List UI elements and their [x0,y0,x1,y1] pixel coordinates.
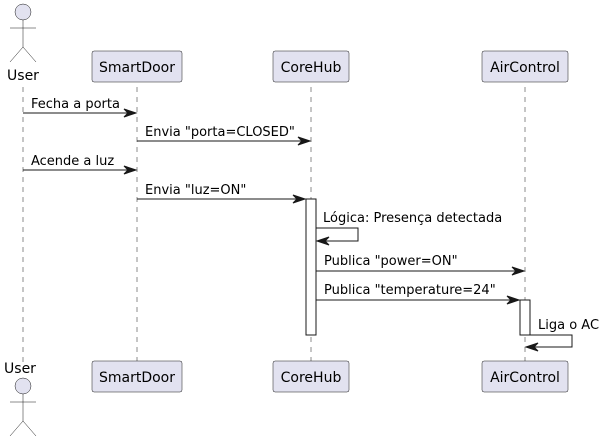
arrow-head [315,236,330,246]
user-label-top: User [7,68,39,84]
message-label: Publica "power=ON" [324,254,458,269]
message-label: Envia "porta=CLOSED" [145,125,295,140]
message-label: Liga o AC [538,318,599,333]
aircontrol-activation-bar [519,299,531,336]
aircontrol-participant-top: AirControl [481,50,569,83]
smartdoor-label-top: SmartDoor [99,60,175,76]
user-label-bottom: User [4,361,36,377]
smartdoor-participant-bottom: SmartDoor [91,360,183,393]
message-liga-o-ac: Liga o AC [524,318,599,352]
user-actor-head [14,3,32,21]
corehub-participant-top: CoreHub [272,50,350,83]
aircontrol-label-bottom: AirControl [490,370,560,386]
arrow-head [506,295,521,305]
message-logica-presenca: Lógica: Presença detectada [315,211,502,246]
arrow-head [297,136,312,146]
arrow-head [123,165,138,175]
message-acende-a-luz: Acende a luz [23,154,138,175]
message-label: Lógica: Presença detectada [323,211,502,226]
corehub-label-bottom: CoreHub [281,370,342,386]
user-actor-top: User [7,3,39,84]
message-fecha-a-porta: Fecha a porta [23,97,138,118]
message-envia-porta-closed: Envia "porta=CLOSED" [137,125,312,146]
message-label: Publica "temperature=24" [324,283,496,298]
message-envia-luz-on: Envia "luz=ON" [137,183,307,204]
arrow-head [292,194,307,204]
aircontrol-label-top: AirControl [490,60,560,76]
arrow-head [524,342,539,352]
corehub-label-top: CoreHub [281,60,342,76]
smartdoor-label-bottom: SmartDoor [99,370,175,386]
user-actor-head [14,377,32,395]
message-label: Acende a luz [31,154,114,169]
message-label: Fecha a porta [31,97,120,112]
message-label: Envia "luz=ON" [145,183,246,198]
arrow-head [511,266,526,276]
message-publica-power-on: Publica "power=ON" [316,254,526,276]
user-actor-bottom: User [4,361,36,437]
corehub-activation-bar [305,198,317,336]
corehub-participant-bottom: CoreHub [272,360,350,393]
arrow-head [123,108,138,118]
smartdoor-participant-top: SmartDoor [91,50,183,83]
aircontrol-participant-bottom: AirControl [481,360,569,393]
message-publica-temperature: Publica "temperature=24" [316,283,521,305]
